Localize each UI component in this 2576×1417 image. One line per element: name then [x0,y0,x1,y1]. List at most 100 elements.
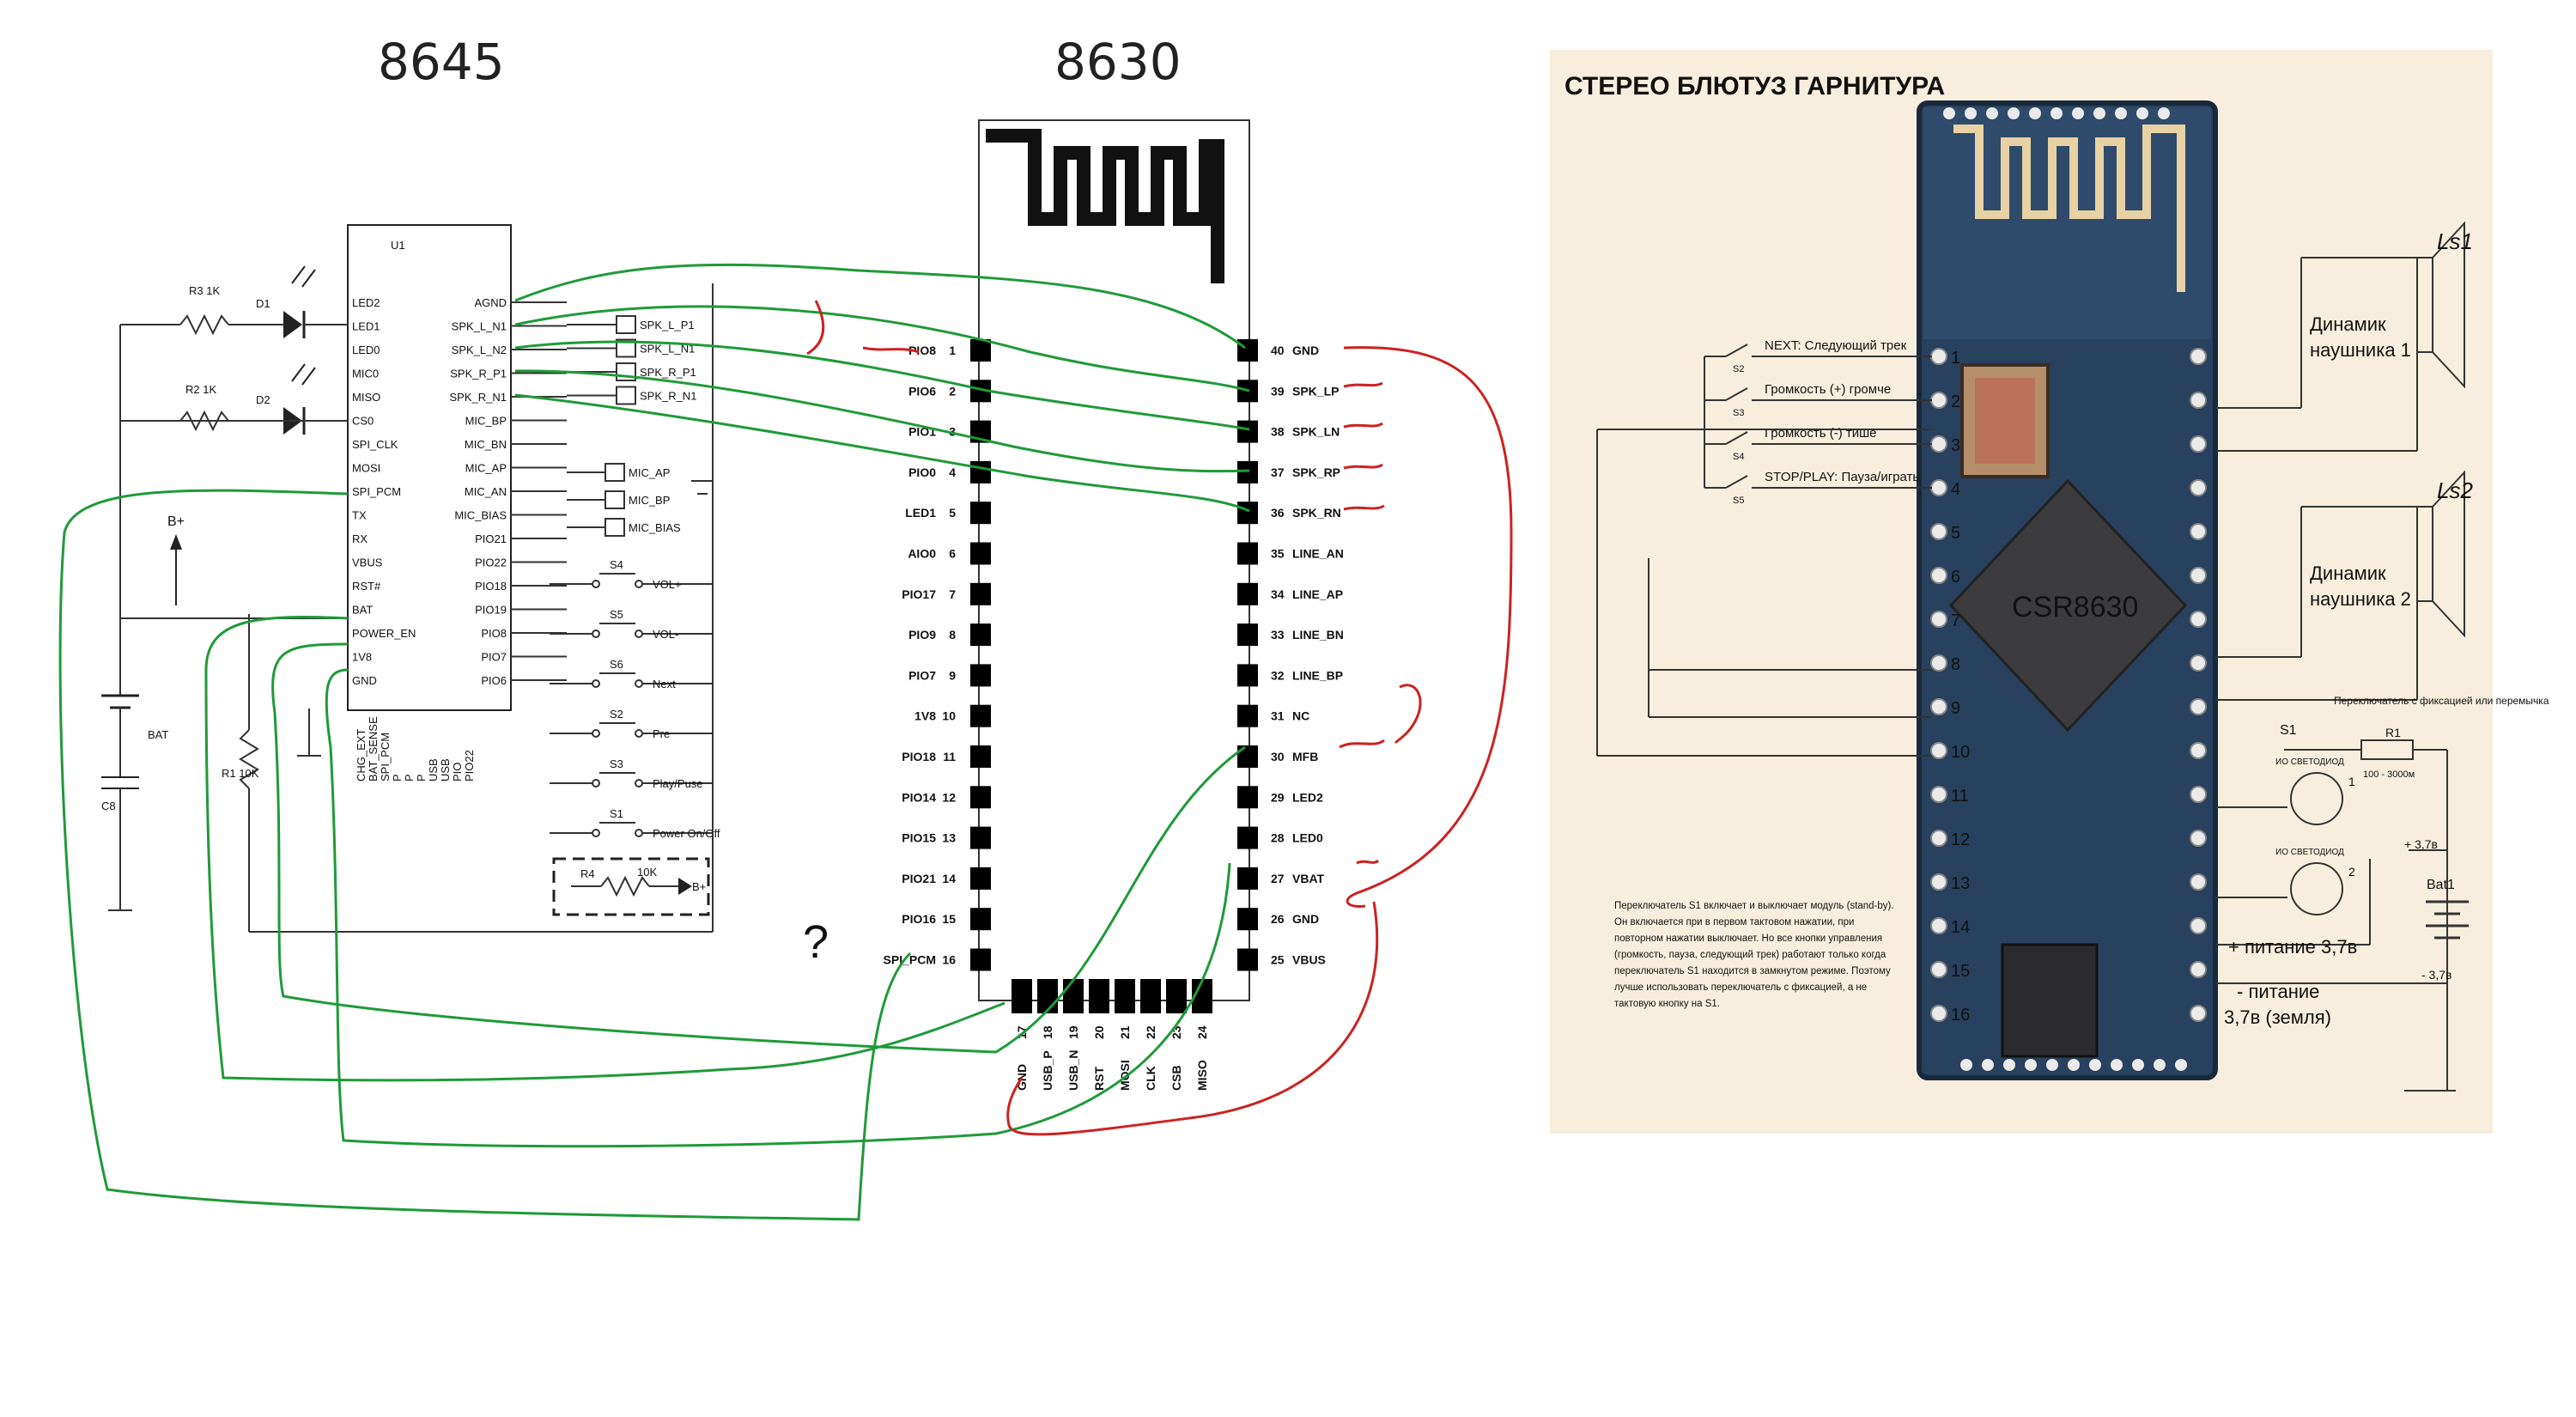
label-battery: Bat1 [2427,878,2455,892]
pcb-pad [1930,873,1947,891]
csr8630-pin-name: GND [1292,344,1319,357]
note-line: лучше использовать переключатель с фикса… [1614,982,1867,993]
csr8630-pin-name: LED1 [905,506,936,520]
csr8630-pin-name: MISO [1195,1060,1209,1091]
switch-icon [1725,344,1748,357]
pcb-pad [1930,567,1947,584]
pcb-pad [2190,523,2207,540]
csr8630-pin-number: 10 [942,709,956,723]
pcb-pad-number: 6 [1951,568,1960,587]
csr8645-bottom-pin-label: USB [427,758,440,781]
wire-agnd [514,263,1246,350]
label-d2: D2 [256,393,270,406]
pcb-pad [2190,742,2207,759]
csr8630-pin-number: 37 [1271,465,1285,479]
pcb-pad [1930,742,1947,759]
speaker-net-label: SPK_L_P1 [640,319,695,331]
note-line: (громкость, пауза, следующий трек) работ… [1614,950,1886,960]
speaker-id: Ls2 [2437,477,2473,503]
csr8630-pad [970,908,991,931]
csr8630-pin-number: 27 [1271,872,1285,885]
label-led-note-2: ИО СВЕТОДИОД [2275,848,2344,857]
pcb-pad [1930,786,1947,803]
pcb-pad [1930,961,1947,978]
pcb-pad [1930,392,1947,409]
wire-power-en [271,642,1246,1054]
bluetooth-module-photo: СТЕРЕО БЛЮТУЗ ГАРНИТУРА CSR8630 12345678… [1550,50,2549,1134]
note-line: Переключатель S1 включает и выключает мо… [1614,901,1894,911]
pcb-pad-number: 15 [1951,962,1970,981]
csr8630-pin-number: 34 [1271,587,1285,601]
csr8630-pin-number: 35 [1271,547,1285,561]
csr8630-pin-number: 15 [942,912,956,926]
csr8645-pin-label: PIO22 [475,556,507,569]
speaker-id: Ls1 [2437,228,2473,254]
pcb-pad-number: 14 [1951,918,1970,937]
pcb-pad [2158,107,2170,119]
csr8645-pin-label: LED0 [352,344,380,356]
pcb-pad [2190,1005,2207,1022]
led-d2-group: R2 1K D2 [120,363,348,435]
csr8630-pad [1237,745,1258,768]
csr8630-pad [970,826,991,849]
pcb-pad [2190,961,2207,978]
pcb-pad-number: 2 [1951,392,1960,411]
note-line: повторном нажатии выключает. Но все кноп… [1614,934,1882,944]
csr8630-pin-number: 9 [949,668,956,682]
pcb-pad-number: 10 [1951,743,1970,762]
csr8630-pin-number: 1 [949,344,956,357]
mic-terminal [605,463,625,482]
pcb-pad [2190,611,2207,628]
csr8645-pin-label: AGND [474,296,507,309]
csr8630-pad [970,664,991,687]
csr8630-pin-name: AIO0 [908,547,936,561]
csr8630-pad [1237,339,1258,362]
label-v-plus: + 3,7в [2404,837,2438,851]
label-r4: R4 [580,867,595,880]
csr8630-pin-number: 38 [1271,425,1285,439]
pcb-pad-number: 5 [1951,524,1960,543]
csr8645-pin-label: MISO [352,391,380,404]
pcb-pad [2132,1059,2144,1071]
switch-icon [1725,475,1748,489]
csr8645-pin-label: GND [352,674,377,687]
mic-net-label: MIC_BIAS [629,521,681,534]
title-8645: 8645 [378,33,505,91]
pcb-antenna-trace-icon [1953,125,2185,292]
csr8630-pin-number: 5 [949,506,956,520]
csr8630-pin-name: SPK_LN [1292,425,1340,439]
speaker-net-label: SPK_L_N1 [640,343,695,356]
csr8630-pad [1237,420,1258,443]
label-bat: BAT [148,728,168,741]
pcb-pad [2190,654,2207,672]
pcb-pad [1930,1005,1947,1022]
csr8645-bottom-pin-label: PIO22 [463,750,476,781]
csr8630-pin-name: PIO16 [902,912,936,926]
button-label: Power On/Off [653,827,720,840]
switch-function-label: Громкость (-) тише [1765,426,1876,441]
csr8630-pad [970,502,991,525]
pcb-pad [1930,830,1947,847]
csr8645-pin-label: PIO8 [481,627,507,640]
csr8630-pin-name: USB_P [1041,1050,1054,1091]
pcb-pad-number: 7 [1951,611,1960,630]
csr8630-chip-label: CSR8630 [2012,591,2138,623]
csr8630-pin-name: PIO21 [902,872,936,885]
switch-function-label: Громкость (+) громче [1765,382,1891,397]
csr8630-pad [1237,460,1258,483]
csr8630-pad [1237,826,1258,849]
button-label: VOL+ [653,578,682,591]
led-1-icon [2290,772,2343,825]
csr8630-pad [970,704,991,727]
csr8645-pin-label: RX [352,532,368,545]
csr8645-pin-label: MOSI [352,462,380,475]
csr8630-pin-number: 7 [949,587,956,601]
csr8630-pin-number: 6 [949,547,956,561]
pcb-pad [2093,107,2105,119]
csr8630-chip [1948,478,2188,733]
csr8645-pin-label: MIC_BIAS [454,509,507,522]
label-d1: D1 [256,297,270,310]
pcb-pad-number: 3 [1951,436,1960,455]
